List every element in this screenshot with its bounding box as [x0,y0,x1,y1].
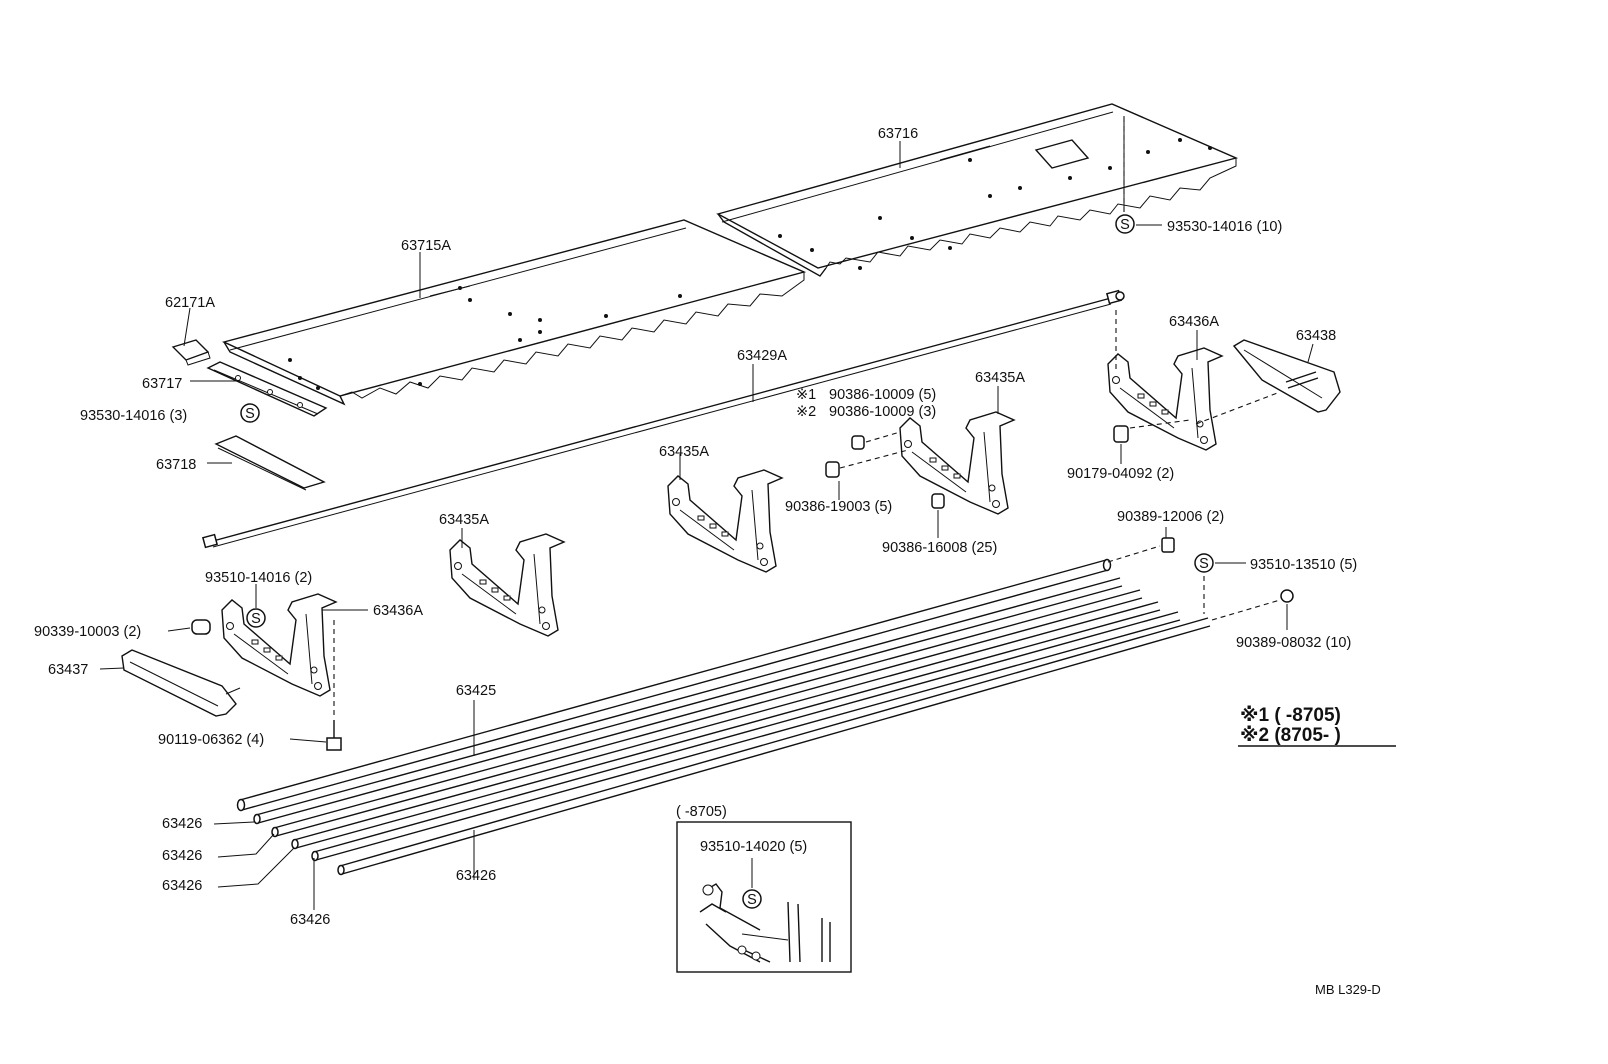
strip-63718 [214,435,326,491]
end-cap-63437 [121,649,241,717]
plate-63717 [206,361,328,417]
slat-63426-d [311,611,1181,862]
svg-text:S: S [1120,217,1130,233]
label-63715A: 63715A [401,238,451,254]
label-93530-14016-left: 93530-14016 (3) [80,408,187,424]
bracket-63435A-right [899,411,1016,515]
label-93510-13510: 93510-13510 (5) [1250,557,1357,573]
fastener-shapes [191,419,1294,751]
label-63437: 63437 [48,662,88,678]
s-marker-top: S [1115,214,1135,234]
label-63426-d: 63426 [290,912,330,928]
label-63717: 63717 [142,376,182,392]
label-63435A-right: 63435A [975,370,1025,386]
label-90386-10009-a: 90386-10009 (5) [829,387,936,403]
label-90179-04092: 90179-04092 (2) [1067,466,1174,482]
label-63425: 63425 [456,683,496,699]
inset-detail: ( -8705) 93510-14020 (5) S [676,804,852,973]
label-63716: 63716 [878,126,918,142]
bracket-63435A-left [449,533,566,637]
label-93530-14016-top: 93530-14016 (10) [1167,219,1282,235]
svg-text:S: S [245,406,255,422]
bracket-63435A-middle [667,469,784,573]
legend-line-2: ※2 (8705- ) [1240,725,1341,746]
rod-63429A [201,289,1125,549]
label-90389-08032: 90389-08032 (10) [1236,635,1351,651]
slat-group [236,558,1211,876]
end-cap-63438 [1195,339,1341,425]
label-93510-14020: 93510-14020 (5) [700,839,807,855]
mark-2: ※2 [796,404,816,420]
label-93510-14016: 93510-14016 (2) [205,570,312,586]
label-63426-a: 63426 [162,816,202,832]
svg-text:S: S [747,892,757,908]
s-marker-left: S [240,403,260,423]
label-63426-c: 63426 [162,878,202,894]
slat-63426-a [253,577,1123,825]
label-63426-b: 63426 [162,848,202,864]
mark-1: ※1 [796,387,816,403]
inset-range: ( -8705) [676,804,727,820]
leader-lines [99,116,1314,910]
bracket-63436A-left [221,593,338,697]
label-90386-19003: 90386-19003 (5) [785,499,892,515]
label-63429A: 63429A [737,348,787,364]
slat-63426-e [337,617,1211,876]
slat-63426-c [291,601,1161,850]
label-90386-16008: 90386-16008 (25) [882,540,997,556]
s-marker-93510-13510: S [1194,553,1214,573]
label-62171A: 62171A [165,295,215,311]
label-90119-06362: 90119-06362 (4) [158,732,264,748]
bracket-63436A-right [1107,347,1224,451]
svg-text:S: S [251,611,261,627]
label-63436A-left: 63436A [373,603,423,619]
label-90339-10003: 90339-10003 (2) [34,624,141,640]
label-63436A-right: 63436A [1169,314,1219,330]
s-marker-93510-14016: S [246,608,266,628]
slat-63425 [236,558,1112,812]
part-labels: 63716 63715A 62171A 63717 63718 63429A 6… [48,126,1336,928]
reference-code: MB L329-D [1315,982,1381,997]
fastener-labels: 93530-14016 (10) 93530-14016 (3) ※1 9038… [34,219,1357,748]
svg-text:S: S [1199,556,1209,572]
label-90389-12006: 90389-12006 (2) [1117,509,1224,525]
label-63435A-left: 63435A [439,512,489,528]
label-63435A-middle: 63435A [659,444,709,460]
label-63718: 63718 [156,457,196,473]
bracket-62171A [171,339,211,366]
floor-panel-63715A [221,219,807,406]
slat-63426-b [271,589,1143,838]
label-63426-e: 63426 [456,868,496,884]
floor-panel-63716 [716,103,1239,277]
label-63438: 63438 [1296,328,1336,344]
legend: ※1 ( -8705) ※2 (8705- ) [1238,705,1396,747]
label-90386-10009-b: 90386-10009 (3) [829,404,936,420]
legend-line-1: ※1 ( -8705) [1240,705,1341,726]
